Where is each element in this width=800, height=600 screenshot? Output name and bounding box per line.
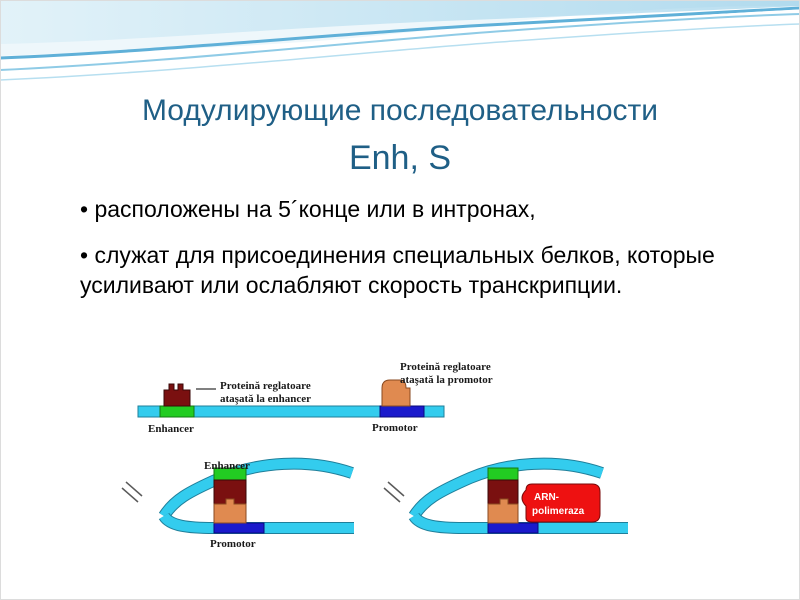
slide-title: Модулирующие последовательности bbox=[141, 94, 659, 127]
label-promotor-protein-line2: ataşată la promotor bbox=[400, 374, 493, 386]
strand-break-mark bbox=[383, 481, 405, 503]
dna-loop-polymerase-panel: ARN- polimeraza bbox=[383, 457, 628, 534]
dna-strand bbox=[137, 405, 445, 418]
label-enhancer-protein-line2: ataşată la enhancer bbox=[220, 393, 311, 405]
label-polymerase-line1: ARN- bbox=[534, 492, 559, 503]
dna-strand bbox=[409, 458, 604, 519]
bullet-item: • расположены на 5´конце или в интронах, bbox=[80, 196, 536, 222]
promotor-protein bbox=[487, 498, 519, 524]
label-promotor: Promotor bbox=[210, 538, 256, 550]
enhancer-promotor-diagram: Proteină reglatoare ataşată la enhancer … bbox=[108, 358, 638, 550]
dna-loop-panel: Enhancer Promotor bbox=[121, 457, 354, 550]
label-enhancer: Enhancer bbox=[148, 423, 194, 435]
label-promotor-protein-line1: Proteină reglatoare bbox=[400, 361, 491, 373]
label-enhancer-protein-line1: Proteină reglatoare bbox=[220, 380, 311, 392]
promotor-protein bbox=[213, 498, 247, 524]
bullet-item: • служат для присоединения специальных б… bbox=[80, 242, 715, 298]
strand-break-mark bbox=[121, 481, 143, 503]
linear-dna-panel: Proteină reglatoare ataşată la enhancer … bbox=[137, 361, 493, 435]
promotor-protein bbox=[381, 379, 411, 407]
label-polymerase-line2: polimeraza bbox=[532, 506, 585, 517]
arn-polimeraza bbox=[521, 483, 601, 523]
label-enhancer: Enhancer bbox=[204, 460, 250, 472]
header-wave-decoration bbox=[0, 0, 800, 81]
label-promotor: Promotor bbox=[372, 422, 418, 434]
enhancer-protein bbox=[163, 383, 191, 407]
slide-subtitle: Enh, S bbox=[348, 139, 452, 177]
